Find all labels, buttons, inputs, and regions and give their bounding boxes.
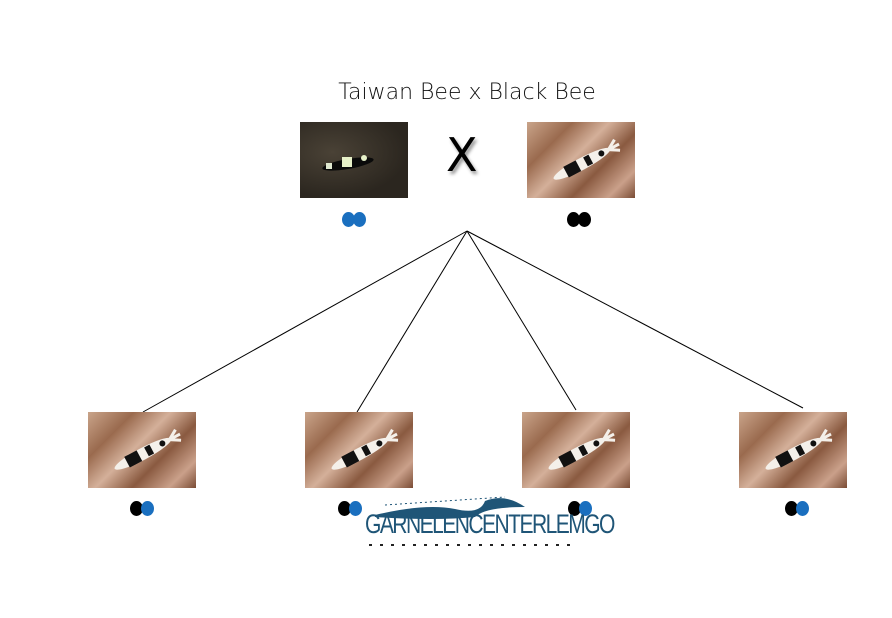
gene-dot [141,501,154,516]
offspring-photo [88,412,196,488]
garnelencenter-lemgo-logo: GARNELENCENTERLEMGO [365,495,615,547]
parent-genes-black-bee [567,212,591,227]
gene-dot [568,501,581,516]
gene-dot [338,501,351,516]
offspring-photo [739,412,847,488]
gene-dot [353,212,366,227]
connector-line [466,230,804,409]
connector-line [466,230,577,411]
shrimp-icon [553,138,621,180]
gene-dot [342,212,355,227]
gene-dot [796,501,809,516]
connector-line [356,230,468,413]
gene-dot [579,501,592,516]
shrimp-icon [765,428,833,470]
parent-photo-black-bee [527,122,635,198]
offspring-genes [785,501,809,516]
offspring-genes [568,501,592,516]
gene-dot [785,501,798,516]
shrimp-icon [322,155,374,171]
gene-dot [578,212,591,227]
offspring-genes [338,501,362,516]
shrimp-icon [331,428,399,470]
shrimp-icon [114,428,182,470]
diagram-title: Taiwan Bee x Black Bee [338,80,596,105]
connector-line [142,230,468,413]
gene-dot [567,212,580,227]
logo-text: GARNELENCENTERLEMGO [365,509,615,539]
parent-genes-taiwan-bee [342,212,366,227]
gene-dot [349,501,362,516]
parent-photo-taiwan-bee [300,122,408,198]
offspring-photo [522,412,630,488]
cross-symbol: X [446,128,478,182]
shrimp-logo-icon [369,496,573,546]
gene-dot [130,501,143,516]
offspring-genes [130,501,154,516]
shrimp-icon [548,428,616,470]
offspring-photo [305,412,413,488]
